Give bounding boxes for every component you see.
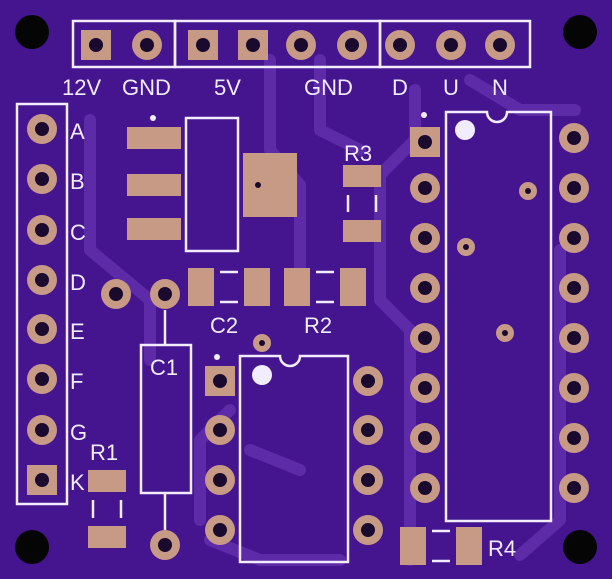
mounting-hole-bottom-left	[15, 530, 49, 564]
label-c1: C1	[150, 355, 178, 380]
mounting-hole-bottom-right	[563, 530, 597, 564]
c2-footprint	[188, 268, 270, 306]
top-header-outline	[71, 19, 532, 69]
r4-footprint	[400, 527, 482, 565]
left-header-pads	[27, 114, 57, 495]
label-12v: 12V	[62, 75, 101, 100]
r1-footprint	[88, 470, 126, 548]
label-r2: R2	[304, 313, 332, 338]
label-gnd-2: GND	[304, 75, 353, 100]
label-n: N	[492, 75, 508, 100]
label-d: D	[392, 75, 408, 100]
dip8-footprint	[205, 354, 383, 564]
label-row-f: F	[70, 369, 83, 394]
transistor-footprint	[127, 115, 297, 253]
label-r4: R4	[488, 536, 516, 561]
top-header-pads	[81, 30, 515, 60]
label-row-b: B	[70, 169, 85, 194]
label-row-c: C	[70, 220, 86, 245]
c1-footprint	[139, 310, 193, 530]
label-u: U	[443, 75, 459, 100]
label-row-d: D	[70, 270, 86, 295]
left-header-outline	[15, 102, 69, 506]
r3-footprint	[343, 165, 381, 242]
label-r3: R3	[344, 141, 372, 166]
mounting-holes	[15, 15, 597, 564]
mounting-hole-top-right	[563, 15, 597, 49]
label-row-e: E	[70, 319, 85, 344]
label-row-a: A	[70, 119, 85, 144]
label-c2: C2	[210, 313, 238, 338]
mounting-hole-top-left	[15, 15, 49, 49]
label-row-g: G	[70, 420, 87, 445]
r2-footprint	[284, 268, 366, 306]
label-gnd-1: GND	[122, 75, 171, 100]
c1-through-hole-pads	[101, 279, 271, 560]
label-5v: 5V	[214, 75, 241, 100]
label-r1: R1	[90, 440, 118, 465]
dip16-footprint	[410, 110, 589, 523]
label-row-k: K	[70, 470, 85, 495]
